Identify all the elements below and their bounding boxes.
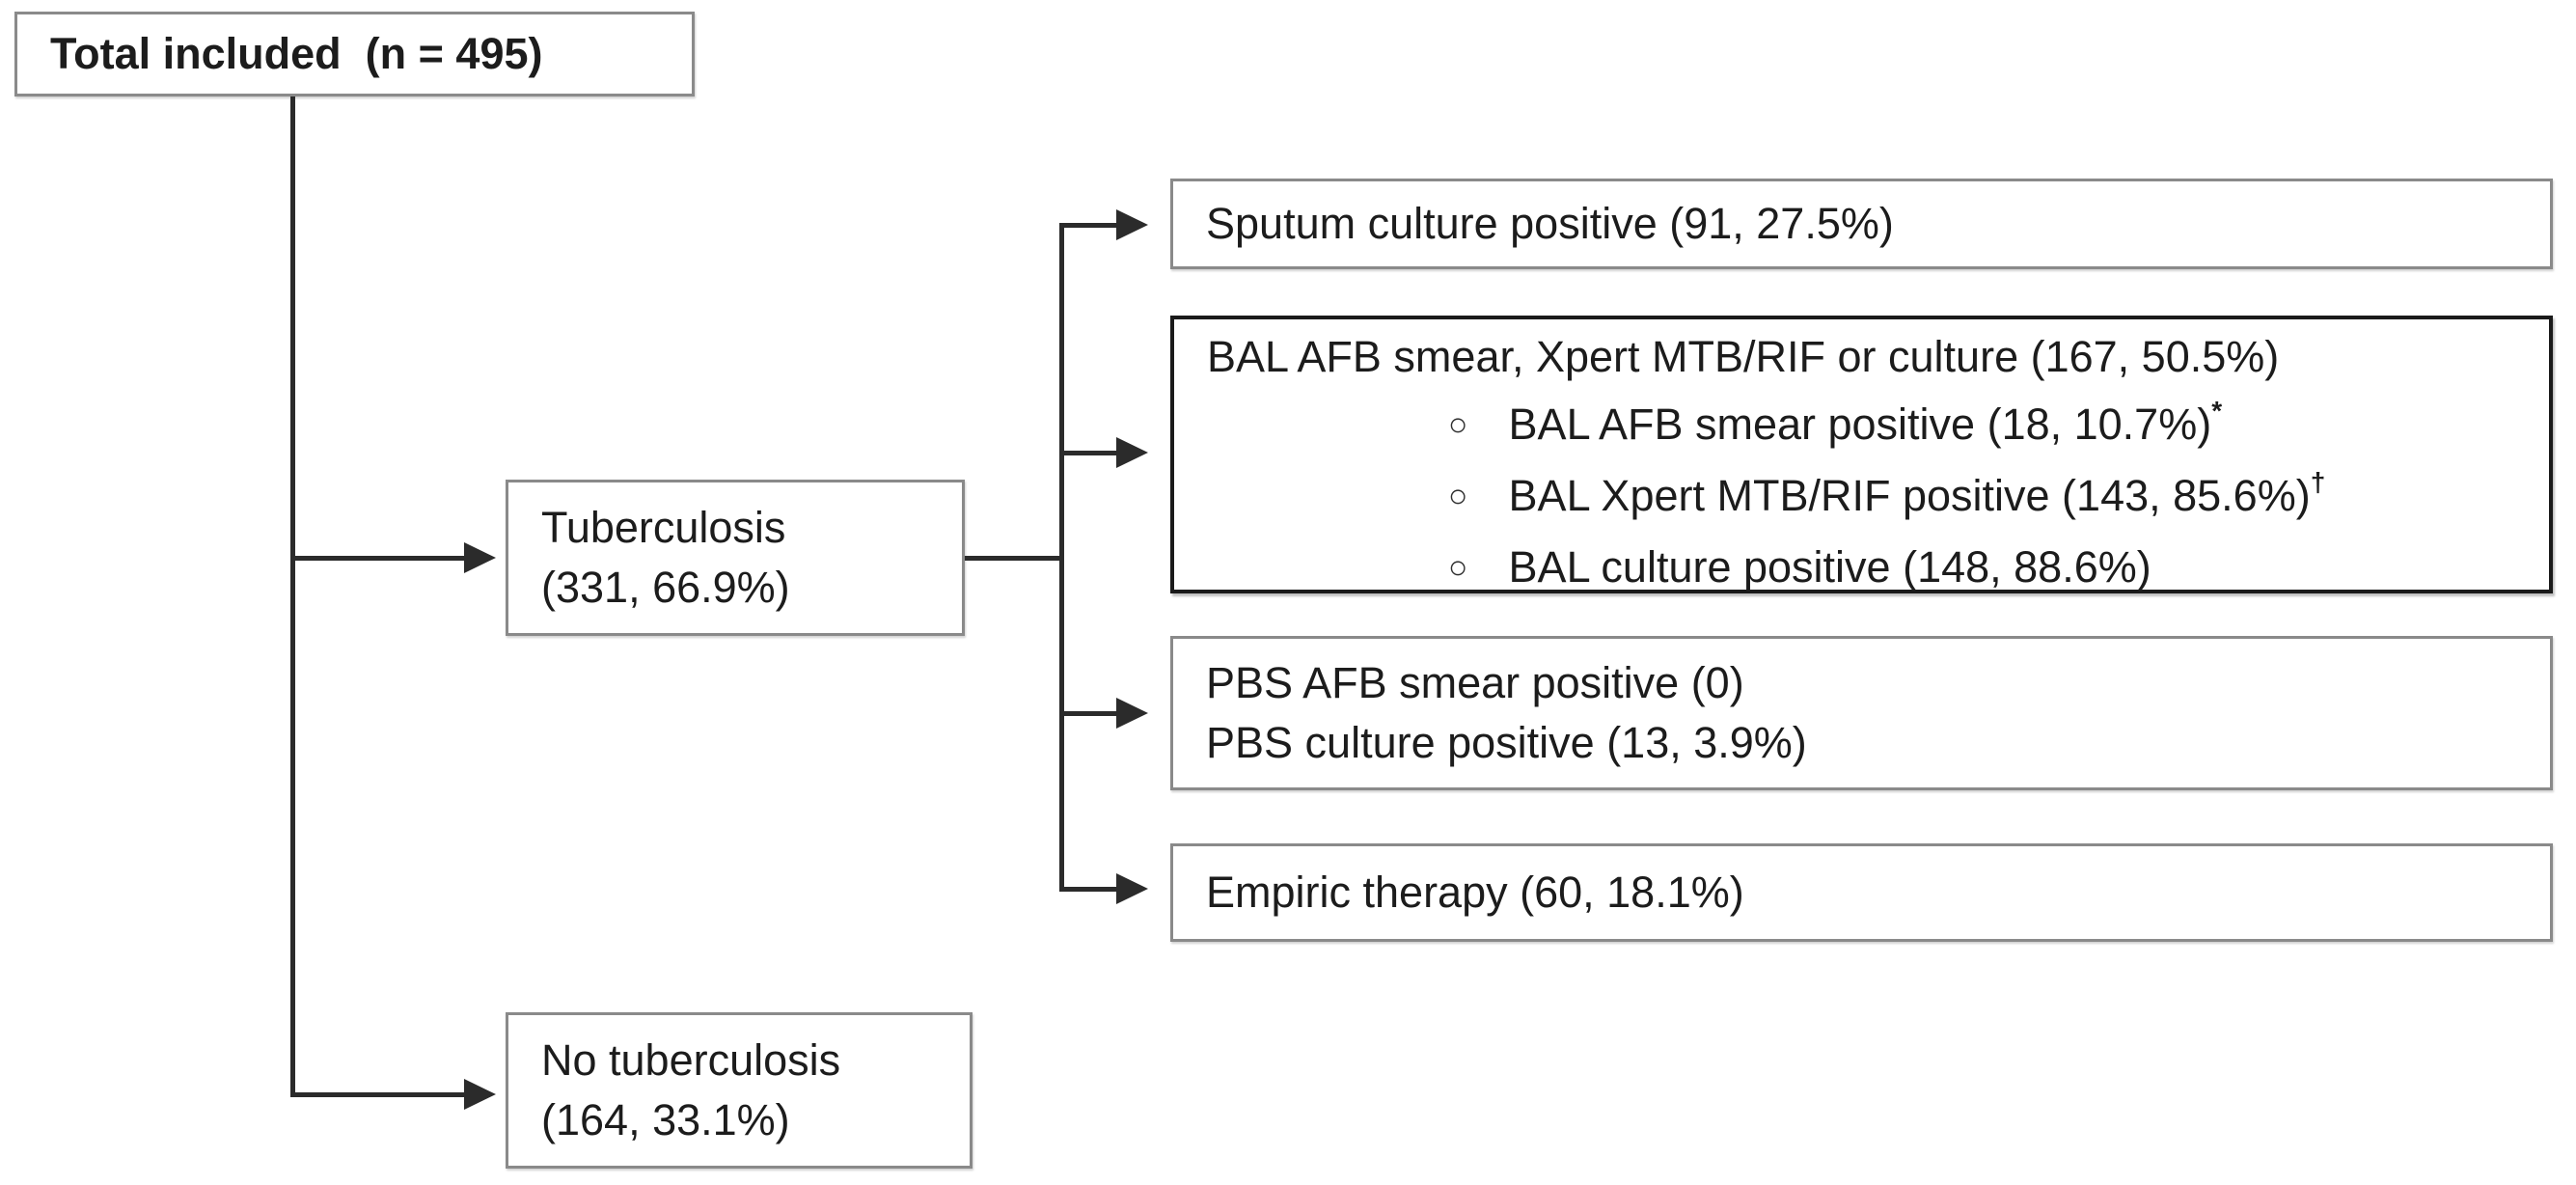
- pbs-box: PBS AFB smear positive (0) PBS culture p…: [1170, 636, 2553, 790]
- trunk-line-vertical: [290, 96, 295, 1097]
- bal-smear-positive-label: BAL AFB smear positive (18, 10.7%)*: [1508, 396, 2223, 450]
- empiric-therapy-box: Empiric therapy (60, 18.1%): [1170, 843, 2553, 942]
- branch-line-tuberculosis: [290, 556, 467, 561]
- no-tuberculosis-box: No tuberculosis (164, 33.1%): [506, 1012, 973, 1169]
- branch-line-empiric: [1059, 887, 1119, 892]
- spine-line-vertical: [1059, 223, 1064, 892]
- arrow-right-icon: [1116, 437, 1148, 468]
- sputum-culture-label: Sputum culture positive (91, 27.5%): [1206, 199, 1894, 248]
- total-included-label: Total included (n = 495): [50, 29, 543, 78]
- tuberculosis-label-line2: (331, 66.9%): [541, 563, 790, 612]
- arrow-right-icon: [1116, 873, 1148, 904]
- connector-tuberculosis-spine: [965, 556, 1062, 561]
- list-item: ○ BAL culture positive (148, 88.6%): [1207, 539, 2539, 599]
- arrow-right-icon: [1116, 209, 1148, 240]
- sputum-culture-box: Sputum culture positive (91, 27.5%): [1170, 179, 2553, 269]
- arrow-right-icon: [464, 542, 496, 573]
- bal-tests-title: BAL AFB smear, Xpert MTB/RIF or culture …: [1207, 332, 2280, 381]
- pbs-culture-label: PBS culture positive (13, 3.9%): [1206, 718, 1807, 767]
- total-included-box: Total included (n = 495): [14, 12, 695, 96]
- asterisk-footnote-marker: *: [2211, 396, 2223, 426]
- circle-bullet-icon: ○: [1448, 478, 1468, 514]
- list-item: ○ BAL Xpert MTB/RIF positive (143, 85.6%…: [1207, 468, 2539, 528]
- branch-line-bal: [1059, 451, 1119, 455]
- branch-line-no-tuberculosis: [290, 1092, 467, 1097]
- dagger-footnote-marker: †: [2310, 467, 2326, 497]
- branch-line-sputum: [1059, 223, 1119, 228]
- arrow-right-icon: [1116, 698, 1148, 729]
- list-item: ○ BAL AFB smear positive (18, 10.7%)*: [1207, 397, 2539, 456]
- no-tuberculosis-label-line2: (164, 33.1%): [541, 1095, 790, 1144]
- circle-bullet-icon: ○: [1448, 549, 1468, 586]
- pbs-smear-label: PBS AFB smear positive (0): [1206, 658, 1744, 707]
- circle-bullet-icon: ○: [1448, 406, 1468, 443]
- tuberculosis-box: Tuberculosis (331, 66.9%): [506, 480, 965, 636]
- empiric-therapy-label: Empiric therapy (60, 18.1%): [1206, 868, 1744, 917]
- bal-tests-box: BAL AFB smear, Xpert MTB/RIF or culture …: [1170, 316, 2553, 593]
- branch-line-pbs: [1059, 711, 1119, 716]
- bal-culture-positive-label: BAL culture positive (148, 88.6%): [1508, 542, 2151, 592]
- tuberculosis-label-line1: Tuberculosis: [541, 503, 786, 552]
- bal-xpert-positive-label: BAL Xpert MTB/RIF positive (143, 85.6%)†: [1508, 467, 2326, 521]
- no-tuberculosis-label-line1: No tuberculosis: [541, 1035, 841, 1085]
- arrow-right-icon: [464, 1079, 496, 1110]
